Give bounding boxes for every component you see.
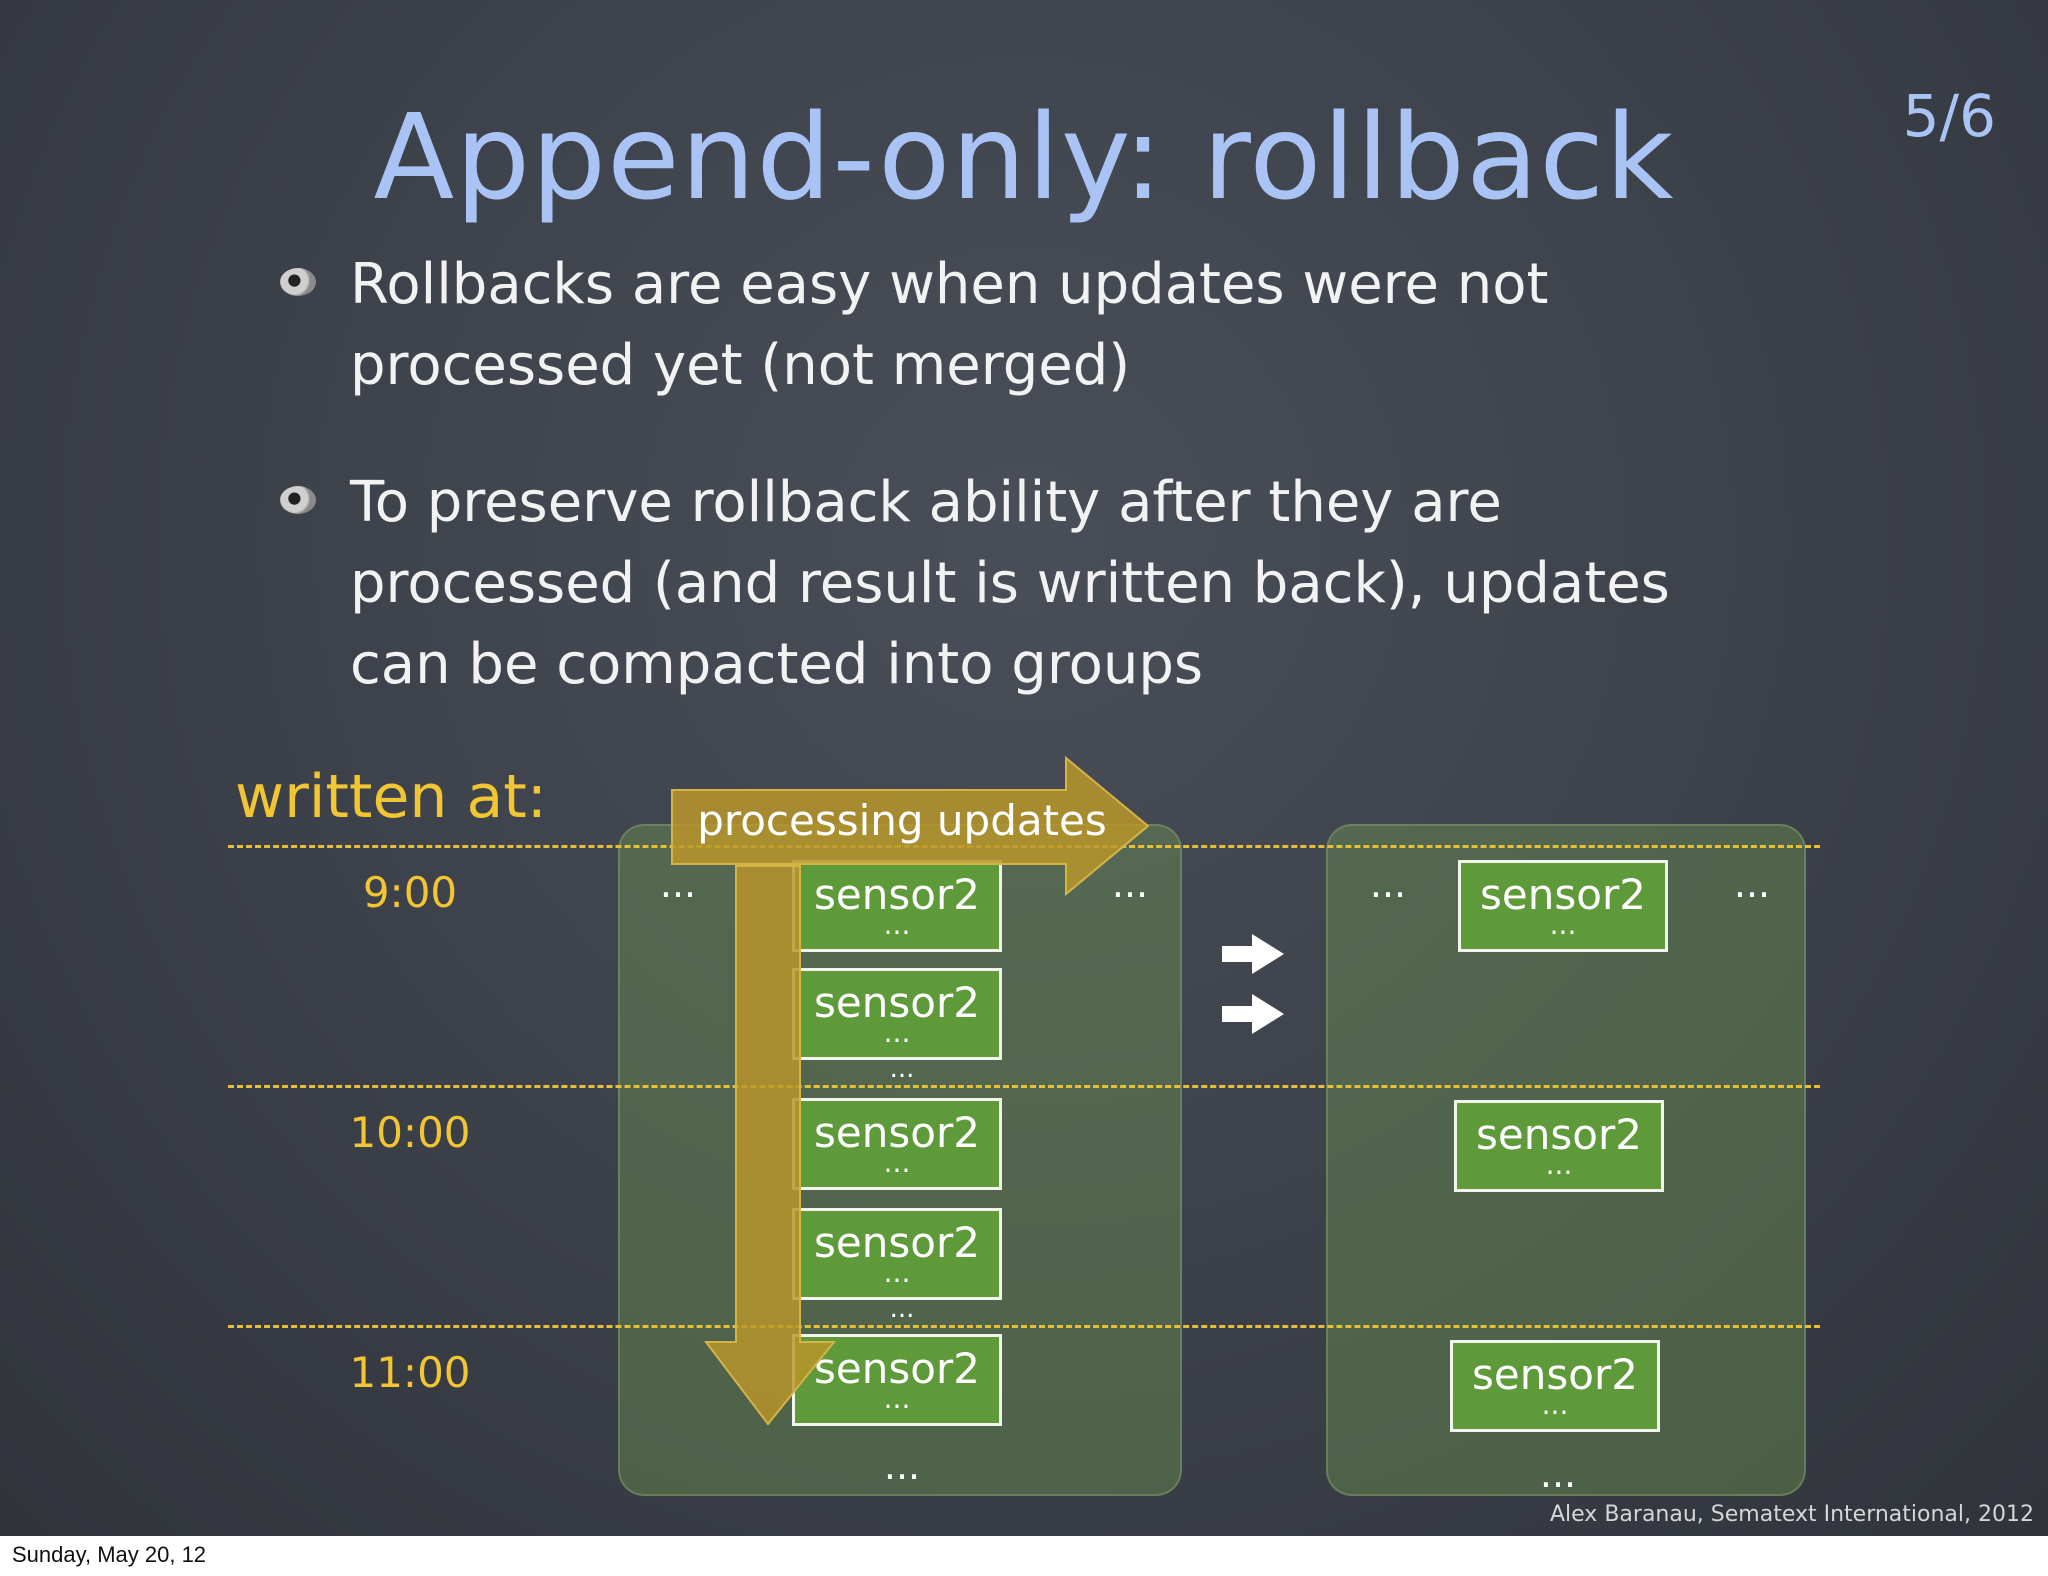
ellipsis: ... [889,1054,915,1084]
page-number: 5/6 [1902,82,1996,150]
record-name: sensor2 [1480,870,1646,919]
processing-updates-label: processing updates [697,796,1107,845]
bullet-1-text: Rollbacks are easy when updates were not… [350,252,1549,398]
time-label-9: 9:00 [362,868,458,917]
processing-down-arrow [703,865,837,1426]
written-at-label: written at: [235,762,547,832]
ellipsis: ... [889,1294,915,1324]
transform-arrow-icon [1222,934,1284,974]
record-box: sensor2 ... [792,1208,1002,1300]
ellipsis: ... [1111,862,1149,906]
transform-arrow-icon [1222,994,1284,1034]
time-label-10: 10:00 [349,1108,471,1157]
record-name: sensor2 [814,1108,980,1157]
record-name: sensor2 [814,870,980,919]
ellipsis: ... [883,1444,921,1488]
compacted-record-box: sensor2 ... [1458,860,1668,952]
bullet-2: To preserve rollback ability after they … [280,462,1670,705]
bullet-2-text: To preserve rollback ability after they … [350,470,1670,697]
ellipsis: ... [659,862,697,906]
ellipsis: ... [1539,1452,1577,1496]
bullet-icon [280,486,316,514]
time-label-11: 11:00 [349,1348,471,1397]
record-name: sensor2 [1476,1110,1642,1159]
record-box: sensor2 ... [792,968,1002,1060]
slide: Append-only: rollback 5/6 Rollbacks are … [0,0,2048,1536]
time-line-10 [228,1085,1820,1088]
bullet-icon [280,268,316,296]
slide-title: Append-only: rollback [373,88,1675,226]
bullet-1: Rollbacks are easy when updates were not… [280,244,1549,406]
compacted-record-box: sensor2 ... [1454,1100,1664,1192]
ellipsis: ... [1733,862,1771,906]
record-name: sensor2 [1472,1350,1638,1399]
ellipsis: ... [1369,862,1407,906]
diagram-arrows [671,755,1284,1426]
record-name: sensor2 [814,978,980,1027]
processing-right-arrow [671,755,1150,897]
print-date: Sunday, May 20, 12 [12,1542,207,1567]
compacted-record-box: sensor2 ... [1450,1340,1660,1432]
slide-footer: Alex Baranau, Sematext International, 20… [1550,1502,2034,1527]
record-name: sensor2 [814,1218,980,1267]
time-line-11 [228,1325,1820,1328]
record-name: sensor2 [814,1344,980,1393]
